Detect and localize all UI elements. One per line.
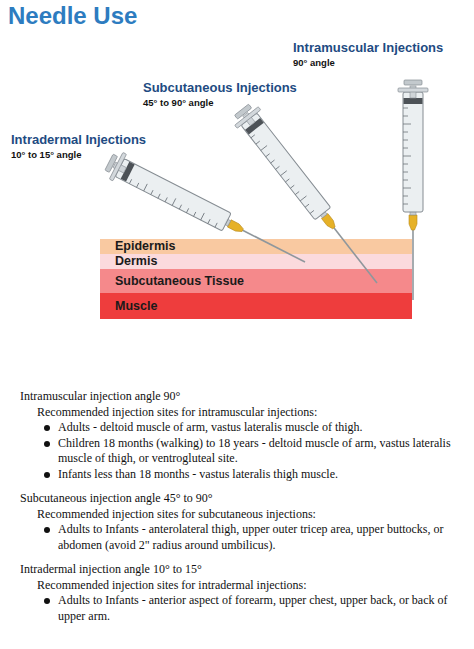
section-intro: Recommended injection sites for intramus…	[37, 405, 474, 421]
bullet-dot	[44, 441, 50, 447]
section-intro: Recommended injection sites for intrader…	[37, 578, 474, 594]
bullet-item: Adults to Infants - anterolateral thigh,…	[0, 522, 474, 553]
angle-note: 45° to 90° angle	[143, 97, 213, 108]
section-heading: Subcutaneous injection angle 45° to 90°	[20, 491, 474, 507]
notes-block: Intramuscular injection angle 90°Recomme…	[0, 389, 474, 624]
injection-type: Intradermal Injections	[11, 132, 146, 147]
bullet-dot	[44, 598, 50, 604]
bullet-item: Infants less than 18 months - vastus lat…	[0, 467, 474, 483]
section-intro: Recommended injection sites for subcutan…	[37, 507, 474, 523]
layer-name: Muscle	[115, 299, 412, 313]
bullet-dot	[44, 425, 50, 431]
site-list-item: Adults to Infants - anterior aspect of f…	[58, 593, 474, 624]
bullet-dot	[44, 472, 50, 478]
layer-name: Subcutaneous Tissue	[115, 274, 412, 288]
injection-type: Subcutaneous Injections	[143, 80, 297, 95]
section-heading: Intradermal injection angle 10° to 15°	[20, 562, 474, 578]
diagram-title: Needle Use	[8, 2, 137, 30]
skin-layer-band: Subcutaneous Tissue	[100, 269, 412, 293]
site-list-item: Adults - deltoid muscle of arm, vastus l…	[58, 420, 474, 436]
skin-layer-band: Muscle	[100, 293, 412, 319]
angle-note: 10° to 15° angle	[11, 149, 81, 160]
site-list-item: Infants less than 18 months - vastus lat…	[58, 467, 474, 483]
injection-type: Intramuscular Injections	[293, 40, 443, 55]
bullet-item: Adults - deltoid muscle of arm, vastus l…	[0, 420, 474, 436]
skin-layer-band: Epidermis	[100, 239, 412, 254]
site-list-item: Adults to Infants - anterolateral thigh,…	[58, 522, 474, 553]
site-list-item: Children 18 months (walking) to 18 years…	[58, 436, 474, 467]
layer-name: Epidermis	[115, 239, 412, 253]
bullet-dot	[44, 527, 50, 533]
bullet-item: Adults to Infants - anterior aspect of f…	[0, 593, 474, 624]
skin-layer-band: Dermis	[100, 254, 412, 269]
section-heading: Intramuscular injection angle 90°	[20, 389, 474, 405]
bullet-item: Children 18 months (walking) to 18 years…	[0, 436, 474, 467]
layer-name: Dermis	[115, 254, 412, 268]
angle-note: 90° angle	[293, 57, 335, 68]
